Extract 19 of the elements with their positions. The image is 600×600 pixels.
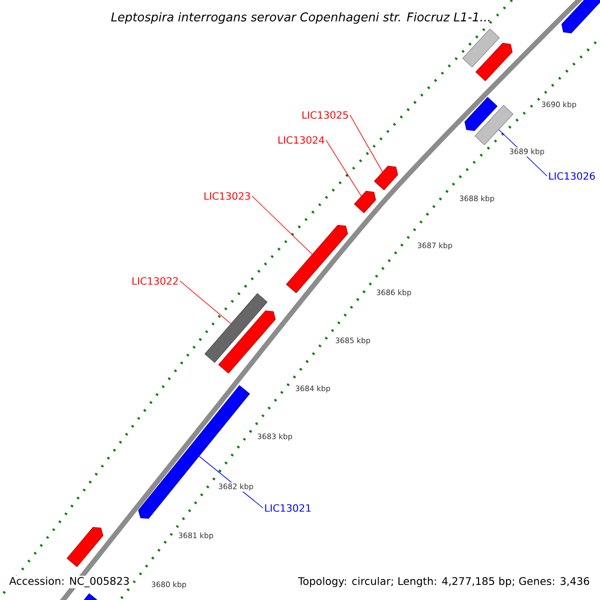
gene-bar xyxy=(464,96,498,131)
title: Leptospira interrogans serovar Copenhageni str. Fiocruz L1-1... xyxy=(111,12,490,24)
accession-text: Accession: NC_005823 xyxy=(8,576,131,588)
gene-label: LIC13021 xyxy=(263,503,313,513)
gene-label: LIC13023 xyxy=(202,191,252,201)
gene-bar xyxy=(561,0,600,34)
leader-line xyxy=(180,280,232,324)
gene-bar xyxy=(66,527,104,568)
gene-label: LIC13022 xyxy=(130,276,180,286)
leader-line xyxy=(350,114,383,172)
leader-line xyxy=(252,196,312,255)
gene-label: LIC13026 xyxy=(547,171,597,181)
gene-bar xyxy=(462,28,500,68)
gene-label: LIC13024 xyxy=(276,135,326,145)
gene-bar xyxy=(218,310,276,374)
gene-bar xyxy=(474,104,514,146)
leader-line xyxy=(326,140,362,196)
summary-text: Topology: circular; Length: 4,277,185 bp; Genes: 3,436 xyxy=(297,576,591,588)
gene-label: LIC13025 xyxy=(300,110,350,120)
